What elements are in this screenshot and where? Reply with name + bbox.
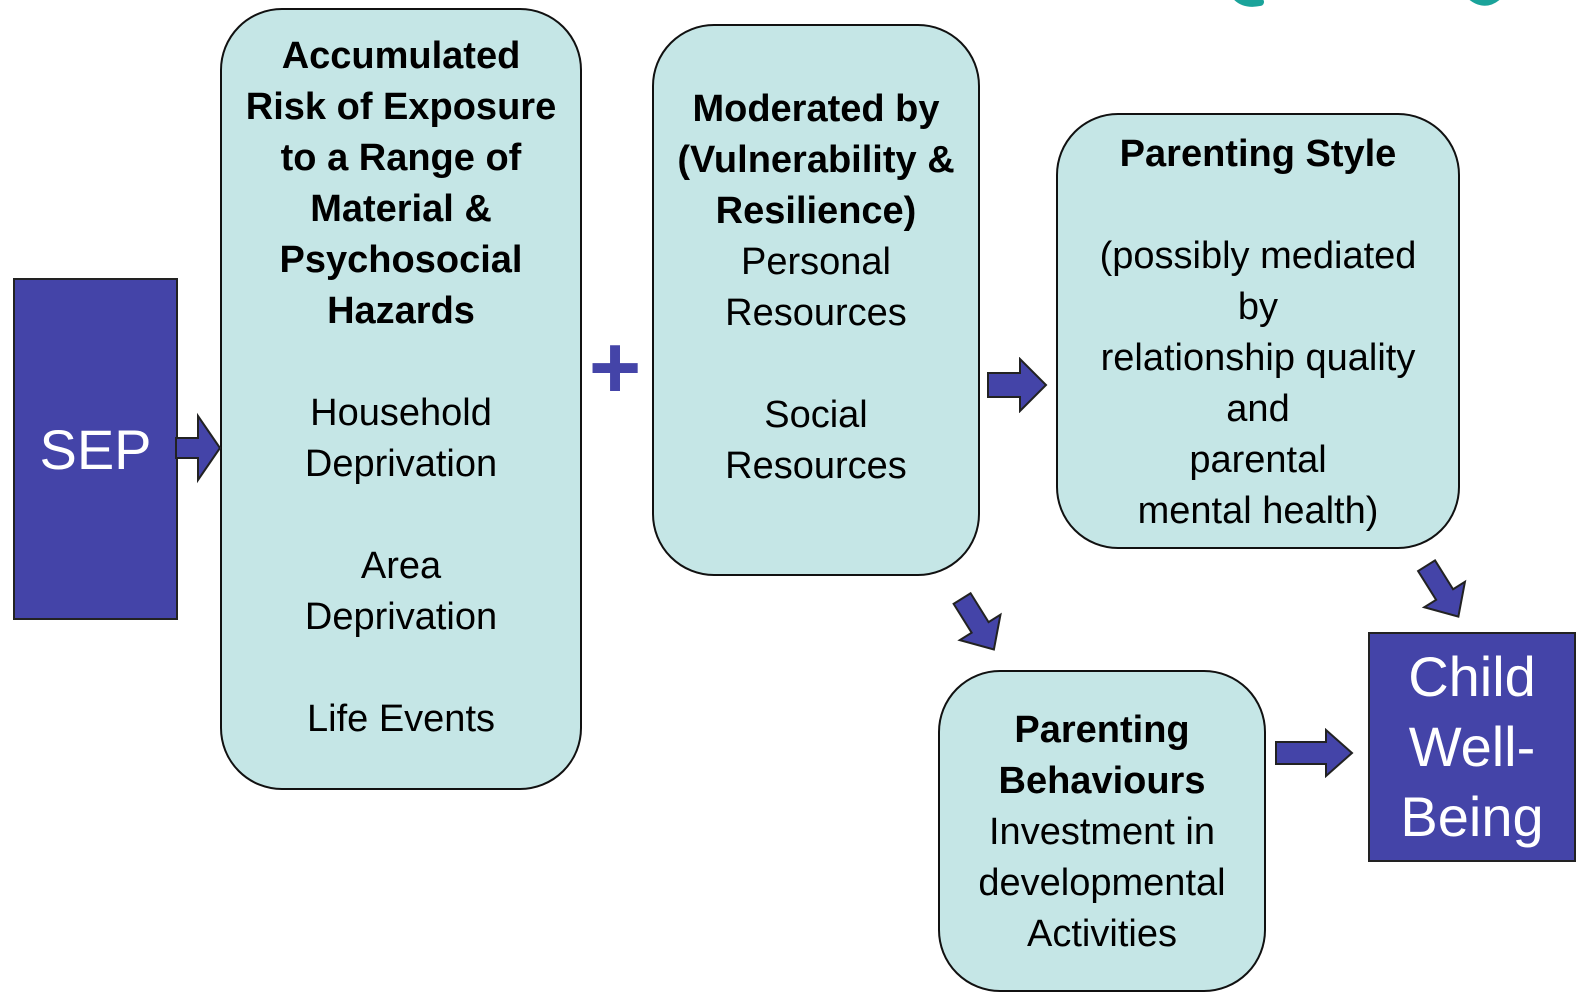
parenting-style-detail: relationship quality: [1100, 337, 1416, 379]
child-wellbeing-box: Child Well- Being: [1368, 632, 1576, 862]
parenting-behaviours-detail: Activities: [1027, 913, 1177, 955]
parenting-behaviours-detail: Investment in: [989, 811, 1215, 853]
plus-sign: +: [588, 318, 642, 418]
hazards-title-line: Material &: [310, 188, 492, 230]
hazards-title-line: to a Range of: [280, 137, 522, 179]
parenting-behaviours-title-line: Behaviours: [998, 760, 1206, 802]
arrow-behaviours-to-wellbeing: [1275, 728, 1354, 778]
parenting-style-detail: parental: [1189, 439, 1327, 481]
child-wellbeing-line: Well-: [1408, 715, 1536, 778]
arrow-style-to-wellbeing: [1416, 559, 1467, 618]
parenting-style-detail: mental health): [1137, 490, 1379, 532]
hazards-title-line: Hazards: [327, 290, 475, 332]
hazards-item: Area: [360, 545, 442, 587]
arrow-moderated-to-style: [987, 357, 1048, 413]
parenting-behaviours-box: Parenting Behaviours Investment in devel…: [938, 670, 1266, 992]
child-wellbeing-line: Child: [1408, 645, 1536, 708]
moderated-title-line: Resilience): [715, 190, 917, 232]
hazards-title-line: Accumulated: [281, 35, 521, 77]
moderated-item: Resources: [725, 292, 907, 334]
parenting-style-detail: by: [1237, 286, 1279, 328]
parenting-style-title: Parenting Style: [1119, 133, 1397, 175]
parenting-style-box: Parenting Style (possibly mediated by re…: [1056, 113, 1460, 549]
partial-logo-icon: [1234, 0, 1500, 7]
hazards-title-line: Psychosocial: [279, 239, 523, 281]
moderated-item: Resources: [725, 445, 907, 487]
hazards-item: Life Events: [307, 698, 495, 740]
hazards-item: Deprivation: [304, 443, 498, 485]
moderated-title-line: Moderated by: [692, 88, 940, 130]
sep-label: SEP: [39, 417, 152, 481]
hazards-title-line: Risk of Exposure: [245, 86, 557, 128]
moderated-title-line: (Vulnerability &: [677, 139, 955, 181]
hazards-item: Household: [310, 392, 492, 434]
parenting-style-detail: and: [1226, 388, 1290, 430]
parenting-behaviours-detail: developmental: [978, 862, 1226, 904]
parenting-style-detail: (possibly mediated: [1099, 235, 1417, 277]
arrow-moderated-to-behaviours: [952, 591, 1002, 651]
arrow-sep-to-hazards: [175, 412, 222, 484]
child-wellbeing-line: Being: [1400, 785, 1544, 848]
moderated-item: Personal: [741, 241, 891, 283]
parenting-behaviours-title-line: Parenting: [1014, 709, 1190, 751]
moderated-item: Social: [764, 394, 868, 436]
hazards-box: Accumulated Risk of Exposure to a Range …: [220, 8, 582, 790]
moderated-box: Moderated by (Vulnerability & Resilience…: [652, 24, 980, 576]
hazards-item: Deprivation: [304, 596, 498, 638]
sep-box: SEP: [13, 278, 178, 620]
